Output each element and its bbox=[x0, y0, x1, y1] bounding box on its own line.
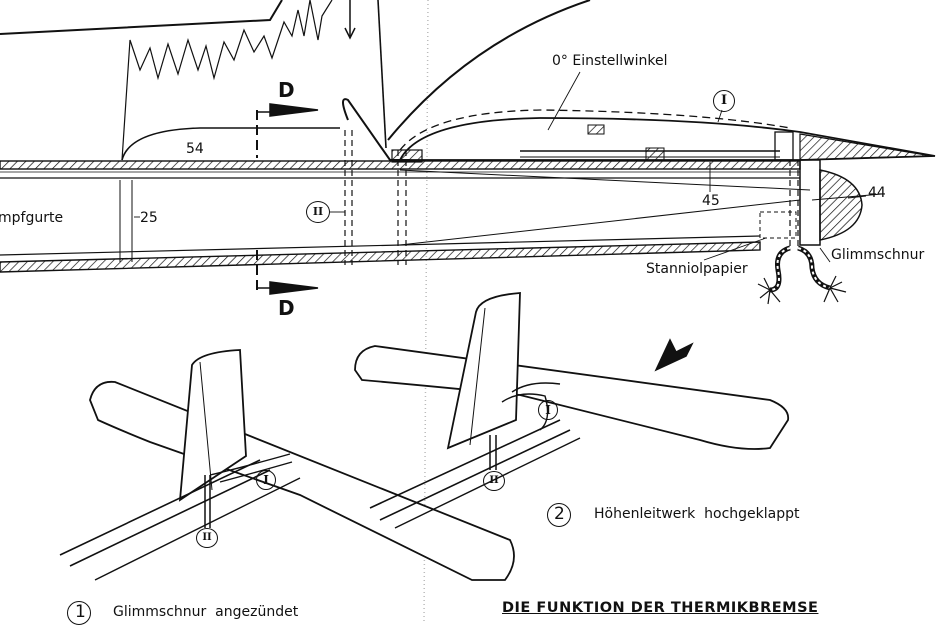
fin-leading-edge bbox=[387, 0, 591, 141]
marker-I-top: I bbox=[713, 90, 735, 112]
wing-edge bbox=[0, 0, 283, 35]
foil-box bbox=[759, 211, 797, 239]
fuse-label: Glimmschnur bbox=[831, 247, 925, 263]
fig1-tail-assembly bbox=[59, 349, 515, 581]
dim-45: 45 bbox=[702, 193, 720, 209]
stab-profile bbox=[121, 127, 340, 161]
fig1-number: 1 bbox=[75, 602, 86, 622]
direction-arrow bbox=[654, 338, 694, 372]
marker-I-fig2: I bbox=[538, 400, 558, 420]
angle-label: 0° Einstellwinkel bbox=[552, 53, 668, 69]
fig2-fin bbox=[446, 292, 521, 450]
hook-wire bbox=[342, 98, 410, 161]
fin-cut-jagged bbox=[121, 0, 333, 161]
section-arrow-bottom bbox=[257, 281, 319, 295]
fig2-number: 2 bbox=[554, 504, 565, 524]
section-arrow-top bbox=[257, 103, 319, 117]
spark-left bbox=[757, 277, 781, 305]
dim-54: 54 bbox=[186, 141, 204, 157]
dim-44: 44 bbox=[868, 185, 886, 201]
fuselage-label: mpfgurte bbox=[0, 210, 64, 226]
spark-right bbox=[823, 275, 847, 303]
section-letter-top: D bbox=[278, 78, 295, 102]
marker-II-top: II bbox=[306, 201, 330, 223]
figure-title: DIE FUNKTION DER THERMIKBREMSE bbox=[502, 600, 819, 616]
section-letter-bottom: D bbox=[278, 296, 295, 320]
fig2-stabilizer bbox=[354, 345, 790, 450]
tail-block bbox=[799, 159, 821, 246]
glimmschnur-fuse bbox=[769, 245, 791, 293]
fig2-tail-assembly bbox=[354, 292, 790, 529]
fig1-caption: Glimmschnur angezündet bbox=[113, 604, 299, 620]
marker-II-fig2: II bbox=[483, 471, 505, 491]
fig1-fin bbox=[178, 349, 247, 502]
stabilizer-airfoil bbox=[398, 117, 936, 161]
fig2-number-circle bbox=[547, 503, 571, 527]
foil-label: Stanniolpapier bbox=[646, 261, 748, 277]
dim-25: 25 bbox=[140, 210, 158, 226]
fin-outline bbox=[377, 0, 387, 149]
fuselage-bottom-wall bbox=[0, 241, 761, 273]
fig2-caption: Höhenleitwerk hochgeklappt bbox=[594, 506, 800, 522]
marker-I-fig1: I bbox=[256, 470, 276, 490]
tail-cone bbox=[819, 169, 863, 241]
marker-II-fig1: II bbox=[196, 528, 218, 548]
stab-trailing-hatch bbox=[799, 133, 933, 161]
